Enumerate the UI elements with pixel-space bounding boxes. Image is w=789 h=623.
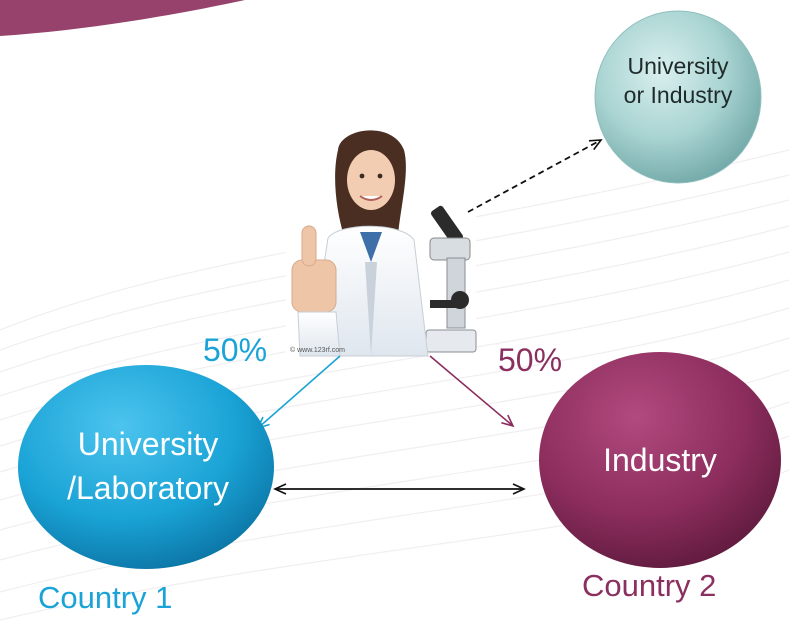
photo-watermark: © www.123rf.com (290, 346, 345, 354)
dashed-arrow-to-top-node (467, 139, 603, 213)
corner-accent (0, 0, 245, 36)
scientist-photo: © www.123rf.com (286, 128, 477, 357)
blue-arrow-to-university (256, 355, 341, 430)
left-node-line2: /Laboratory (67, 470, 229, 506)
right-node-label: Industry (603, 442, 717, 478)
left-percentage: 50% (203, 332, 268, 368)
top-node-line2: or Industry (623, 82, 733, 108)
right-percentage: 50% (498, 342, 563, 378)
node-industry (539, 352, 781, 568)
node-university-or-industry (594, 10, 762, 184)
top-node-line1: University (627, 53, 729, 79)
microscope-icon (425, 205, 477, 353)
purple-arrow-to-industry (429, 355, 515, 428)
node-university-laboratory (18, 365, 274, 569)
country-2-label: Country 2 (582, 568, 717, 603)
left-node-line1: University (77, 426, 219, 462)
country-1-label: Country 1 (38, 580, 173, 615)
left-node-label: University /Laboratory (22, 422, 274, 510)
top-node-label: University or Industry (596, 52, 760, 110)
